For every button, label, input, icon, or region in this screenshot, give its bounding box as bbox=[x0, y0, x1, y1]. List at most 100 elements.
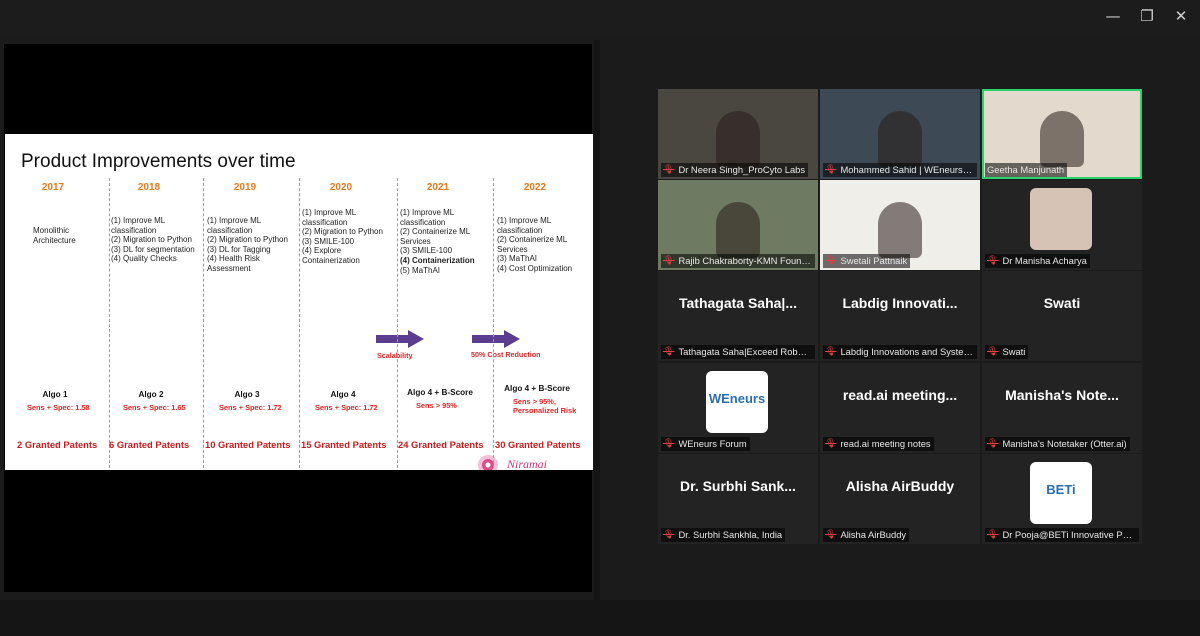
scalability-label: Scalability bbox=[377, 351, 413, 360]
improvement-item: (1) Improve ML bbox=[302, 208, 357, 217]
participant-name: Tathagata Saha|Exceed Robotics bbox=[678, 346, 812, 357]
improvement-item: (3) DL for Tagging bbox=[207, 244, 271, 254]
participant-name: Swetali Pattnaik bbox=[840, 255, 908, 266]
participant-tile[interactable]: Tathagata Saha|...🎙Tathagata Saha|Exceed… bbox=[658, 271, 818, 361]
participant-tile[interactable]: Dr. Surbhi Sank...🎙Dr. Surbhi Sankhla, I… bbox=[658, 454, 818, 544]
participant-name-label: Geetha Manjunath bbox=[985, 163, 1068, 177]
column-divider bbox=[109, 178, 110, 468]
participant-name: Dr Pooja@BETi Innovative Pvt. ... bbox=[1002, 529, 1136, 540]
improvement-item: (4) Containerization bbox=[400, 255, 475, 265]
avatar-text: BETi bbox=[1046, 482, 1076, 497]
mic-muted-icon: 🎙 bbox=[825, 256, 837, 266]
participant-display-name: Alisha AirBuddy bbox=[845, 478, 955, 494]
avatar: WEneurs bbox=[706, 371, 768, 433]
improvement-item: (1) Improve ML bbox=[400, 208, 455, 217]
granted-patents-label: 30 Granted Patents bbox=[495, 439, 581, 450]
participant-name-label: 🎙Swati bbox=[985, 345, 1029, 359]
column-divider bbox=[203, 178, 204, 468]
participant-tile[interactable]: 🎙Dr Neera Singh_ProCyto Labs bbox=[658, 89, 818, 179]
granted-patents-label: 6 Granted Patents bbox=[109, 439, 190, 450]
improvement-item: (1) Improve ML bbox=[111, 216, 166, 225]
improvement-item: classification bbox=[207, 225, 253, 235]
participant-tile[interactable]: Swati 🎙Swati bbox=[982, 271, 1142, 361]
participant-tile[interactable]: 🎙Mohammed Sahid | WEneurs F... bbox=[820, 89, 980, 179]
participant-name-label: 🎙Manisha's Notetaker (Otter.ai) bbox=[985, 437, 1130, 451]
participant-name: read.ai meeting notes bbox=[840, 438, 931, 449]
arrow-right-icon bbox=[376, 330, 424, 348]
granted-patents-label: 10 Granted Patents bbox=[205, 439, 291, 450]
participant-tile[interactable]: Geetha Manjunath bbox=[982, 89, 1142, 179]
video-feed bbox=[878, 111, 922, 167]
column-divider bbox=[299, 178, 300, 468]
minimize-icon[interactable]: — bbox=[1105, 7, 1121, 25]
participant-name-label: 🎙Rajib Chakraborty-KMN Found... bbox=[661, 254, 815, 268]
participant-name: Labdig Innovations and System... bbox=[840, 346, 974, 357]
avatar-text: WEneurs bbox=[708, 391, 766, 406]
participant-tile[interactable]: Manisha's Note...🎙Manisha's Notetaker (O… bbox=[982, 363, 1142, 453]
title-bar: — ❐ ✕ bbox=[0, 0, 1200, 34]
sens-spec-label: Sens + Spec: 1.65 bbox=[123, 403, 186, 412]
algo-label: Algo 3 bbox=[234, 390, 260, 399]
participant-name: Rajib Chakraborty-KMN Found... bbox=[678, 255, 812, 266]
participant-tile[interactable]: 🎙Dr Manisha Acharya bbox=[982, 180, 1142, 270]
participant-name-label: 🎙Alisha AirBuddy bbox=[823, 528, 910, 542]
improvement-item: (2) Containerize ML bbox=[400, 227, 471, 237]
year-label: 2017 bbox=[41, 182, 65, 193]
participant-name-label: 🎙Swetali Pattnaik bbox=[823, 254, 911, 268]
year-label: 2019 bbox=[233, 182, 257, 193]
close-icon[interactable]: ✕ bbox=[1174, 7, 1188, 25]
avatar: BETi bbox=[1030, 462, 1092, 524]
improvement-item: (3) MaThAI bbox=[497, 254, 538, 264]
restore-icon[interactable]: ❐ bbox=[1140, 7, 1154, 25]
participant-name: WEneurs Forum bbox=[678, 438, 747, 449]
granted-patents-label: 15 Granted Patents bbox=[301, 439, 387, 450]
mic-muted-icon: 🎙 bbox=[825, 347, 837, 357]
video-feed bbox=[878, 202, 922, 258]
participant-tile[interactable]: Labdig Innovati...🎙Labdig Innovations an… bbox=[820, 271, 980, 361]
sens-spec-label: Personalized Risk bbox=[513, 406, 577, 415]
mic-muted-icon: 🎙 bbox=[663, 347, 675, 357]
mic-muted-icon: 🎙 bbox=[987, 256, 999, 266]
mic-muted-icon: 🎙 bbox=[663, 530, 675, 540]
improvement-item: (2) Migration to Python bbox=[302, 227, 383, 237]
participant-display-name: read.ai meeting... bbox=[842, 387, 958, 403]
slide-title: Product Improvements over time bbox=[21, 151, 296, 172]
improvement-item: (5) MaThAI bbox=[400, 265, 441, 275]
improvement-item: Architecture bbox=[33, 235, 76, 245]
participant-display-name: Swati bbox=[1043, 295, 1081, 311]
participant-tile[interactable]: BETi 🎙Dr Pooja@BETi Innovative Pvt. ... bbox=[982, 454, 1142, 544]
sens-spec-label: Sens > 95%, bbox=[513, 397, 556, 406]
participant-name: Mohammed Sahid | WEneurs F... bbox=[840, 164, 974, 175]
participant-tile[interactable]: 🎙Swetali Pattnaik bbox=[820, 180, 980, 270]
mic-muted-icon: 🎙 bbox=[663, 165, 675, 175]
year-label: 2022 bbox=[523, 182, 547, 193]
improvement-item: (4) Quality Checks bbox=[111, 254, 177, 264]
participant-name: Alisha AirBuddy bbox=[840, 529, 907, 540]
algo-label: Algo 4 + B-Score bbox=[504, 384, 570, 393]
participant-tile[interactable]: WEneurs🎙WEneurs Forum bbox=[658, 363, 818, 453]
year-label: 2020 bbox=[329, 182, 353, 193]
shared-slide: Product Improvements over time Scalabili… bbox=[5, 134, 593, 470]
panel-divider[interactable] bbox=[594, 40, 600, 600]
improvement-item: Services bbox=[400, 236, 431, 246]
improvement-item: (3) DL for segmentation bbox=[111, 244, 195, 254]
column-divider bbox=[493, 178, 494, 468]
participant-name: Dr Manisha Acharya bbox=[1002, 255, 1087, 266]
algo-label: Algo 4 + B-Score bbox=[407, 388, 473, 397]
sens-spec-label: Sens + Spec: 1.72 bbox=[219, 403, 282, 412]
participant-tile[interactable]: Alisha AirBuddy🎙Alisha AirBuddy bbox=[820, 454, 980, 544]
mic-muted-icon: 🎙 bbox=[987, 530, 999, 540]
participant-grid: 🎙Dr Neera Singh_ProCyto Labs🎙Mohammed Sa… bbox=[601, 44, 1200, 592]
year-label: 2021 bbox=[426, 182, 450, 193]
participant-tile[interactable]: read.ai meeting...🎙read.ai meeting notes bbox=[820, 363, 980, 453]
improvement-item: (2) Migration to Python bbox=[207, 235, 288, 245]
video-feed bbox=[716, 111, 760, 167]
participant-name: Manisha's Notetaker (Otter.ai) bbox=[1002, 438, 1127, 449]
year-label: 2018 bbox=[137, 182, 161, 193]
participant-tile[interactable]: 🎙Rajib Chakraborty-KMN Found... bbox=[658, 180, 818, 270]
improvement-item: (4) Explore bbox=[302, 246, 342, 256]
